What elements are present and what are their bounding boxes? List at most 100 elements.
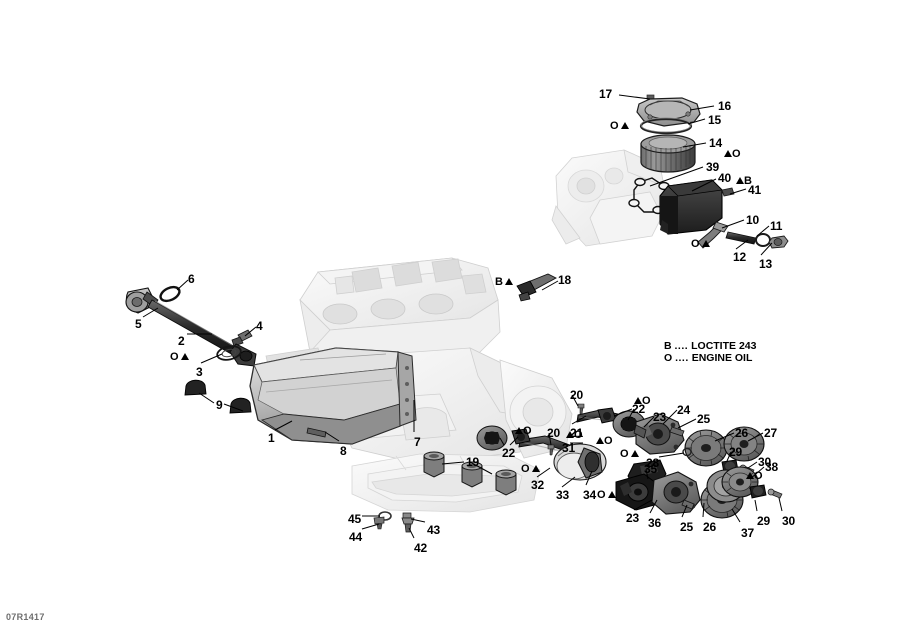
- marker-oil-i-letter: O: [604, 435, 613, 447]
- leader-line-44: [361, 523, 380, 530]
- part-12-pipe: [725, 231, 757, 245]
- leader-line-24: [662, 409, 678, 425]
- part-40-oil-cooler: [659, 179, 723, 235]
- callout-26b: 26: [703, 520, 716, 534]
- leader-line-26: [714, 432, 735, 442]
- marker-oil-b-letter: O: [610, 120, 619, 132]
- callout-8: 8: [340, 444, 347, 458]
- leader-line-26b: [702, 502, 705, 518]
- callout-28: 28: [646, 456, 659, 470]
- callout-35: 35: [644, 462, 657, 476]
- leader-line-22: [613, 408, 633, 417]
- part-2-tube-flange: [229, 343, 257, 367]
- leader-line-3: [200, 353, 223, 364]
- leader-line-25: [677, 418, 697, 429]
- callout-37: 37: [741, 526, 754, 540]
- leader-line-22b: [499, 437, 505, 446]
- leader-line-29: [726, 451, 732, 462]
- leader-line-27: [747, 432, 764, 442]
- callout-5: 5: [135, 317, 142, 331]
- leader-line-32: [536, 467, 551, 478]
- leader-line-33: [561, 476, 576, 488]
- leader-line-30b: [778, 497, 783, 512]
- marker-loctite-a: B: [495, 276, 513, 288]
- leader-line-28: [658, 452, 685, 458]
- leader-line-34: [585, 470, 593, 486]
- part-23b-bracket-lower: [615, 473, 661, 511]
- callout-26: 26: [735, 426, 748, 440]
- leader-line-10: [721, 219, 745, 229]
- callout-24: 24: [677, 403, 690, 417]
- callout-32: 32: [531, 478, 544, 492]
- marker-oil-f-triangle: [566, 431, 574, 438]
- part-11-washer: [755, 233, 771, 247]
- callout-39: 39: [706, 160, 719, 174]
- marker-loctite-b-letter: B: [744, 175, 752, 187]
- marker-oil-e-triangle: [634, 397, 642, 404]
- marker-oil-l: O: [744, 470, 763, 482]
- marker-oil-c-triangle: [724, 150, 732, 157]
- leader-line-15: [687, 118, 706, 125]
- legend-text-engine-oil: ENGINE OIL: [691, 352, 753, 365]
- part-26-driven-gear-upper: [684, 429, 728, 467]
- marker-loctite-b-triangle: [736, 177, 744, 184]
- leader-line-39: [649, 166, 704, 187]
- legend-box: B .... LOCTITE 243 O .... ENGINE OIL: [664, 340, 756, 364]
- leader-line-37: [731, 508, 741, 523]
- leader-line-41: [729, 188, 747, 195]
- callout-27: 27: [764, 426, 777, 440]
- leader-line-23: [643, 416, 655, 428]
- part-28-washer: [682, 447, 692, 457]
- part-20-bolt-lower: [547, 444, 555, 456]
- callout-6: 6: [188, 272, 195, 286]
- callout-36: 36: [648, 516, 661, 530]
- leader-line-22: [627, 408, 635, 421]
- leader-line-1: [274, 420, 293, 431]
- marker-oil-d: O: [691, 238, 710, 250]
- part-19-oil-jets: [423, 451, 517, 496]
- marker-oil-g-letter: O: [523, 425, 532, 437]
- engine-cover-ghost: [551, 149, 669, 247]
- marker-oil-a-letter: O: [170, 351, 179, 363]
- marker-oil-a: O: [170, 351, 189, 363]
- part-5-dipstick-handle: [125, 287, 159, 314]
- callout-25: 25: [697, 412, 710, 426]
- marker-oil-d-triangle: [701, 240, 710, 247]
- leader-line-6: [176, 279, 189, 291]
- marker-oil-l-triangle: [746, 472, 754, 479]
- callout-22: 22: [632, 402, 645, 416]
- part-14-oil-filter: [640, 134, 696, 173]
- callout-11: 11: [770, 219, 783, 233]
- callout-22b: 22: [502, 446, 515, 460]
- callout-19: 19: [466, 455, 479, 469]
- marker-loctite-a-triangle: [504, 278, 513, 285]
- part-32-33-34-rotor-assembly: [553, 443, 607, 481]
- callout-16: 16: [718, 99, 731, 113]
- leader-line-43: [410, 518, 426, 523]
- marker-oil-b: O: [610, 120, 629, 132]
- leader-line-18: [541, 280, 559, 291]
- callout-15: 15: [708, 113, 721, 127]
- callout-31: 31: [562, 441, 575, 455]
- leader-line-20: [571, 394, 579, 407]
- marker-oil-c-letter: O: [732, 148, 741, 160]
- callout-34: 34: [583, 488, 596, 502]
- callout-18: 18: [558, 273, 571, 287]
- part-25b-pin-lower: [681, 499, 695, 510]
- part-42-plug: [401, 517, 415, 533]
- legend-row-engine-oil: O .... ENGINE OIL: [664, 352, 756, 364]
- callout-25b: 25: [680, 520, 693, 534]
- part-27-drive-gear-upper: [723, 426, 765, 462]
- callout-30b: 30: [782, 514, 795, 528]
- callout-40: 40: [718, 171, 731, 185]
- leader-line-29b: [754, 499, 758, 512]
- leader-line-40: [691, 178, 717, 192]
- marker-oil-j: O: [620, 448, 639, 460]
- marker-loctite-a-letter: B: [495, 276, 503, 288]
- callout-7: 7: [414, 435, 421, 449]
- marker-oil-l-letter: O: [754, 470, 763, 482]
- marker-oil-k-triangle: [607, 491, 616, 498]
- marker-oil-f-letter: O: [574, 429, 583, 441]
- leader-line-17: [618, 94, 651, 100]
